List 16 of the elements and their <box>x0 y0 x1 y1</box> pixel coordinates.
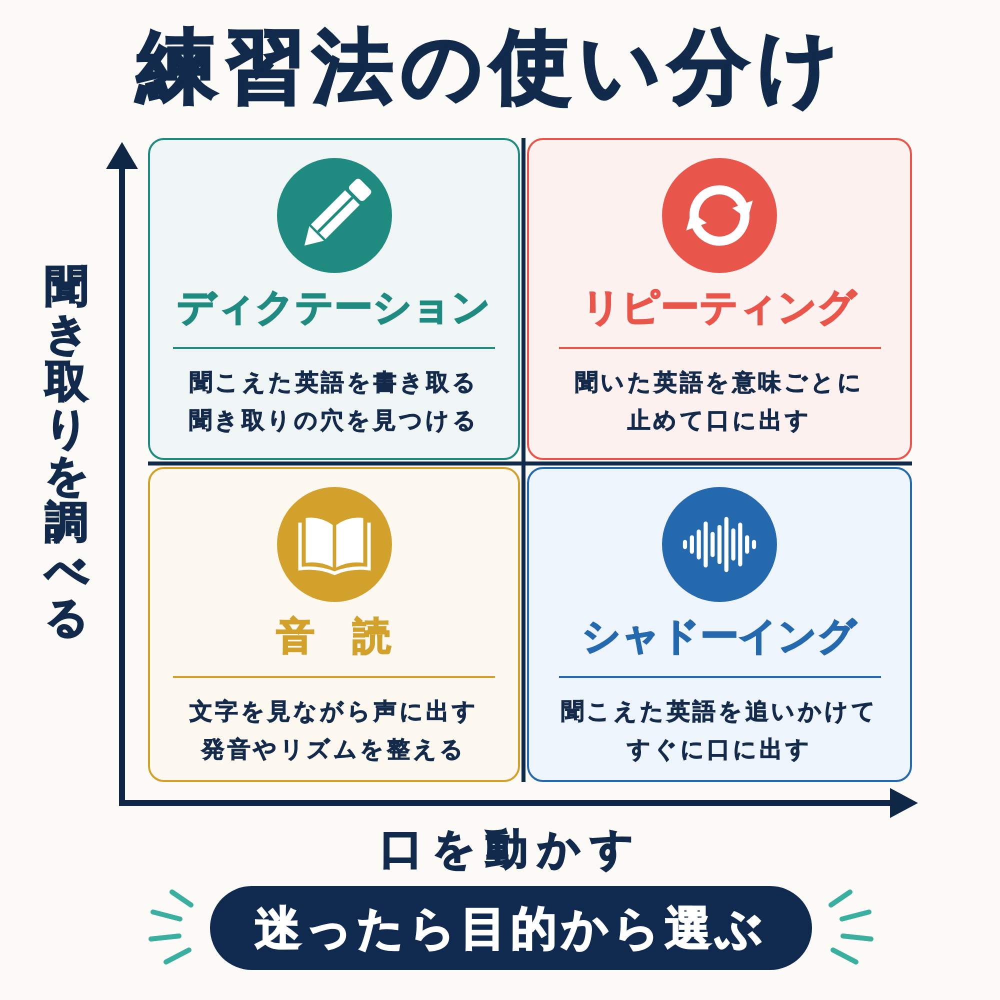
card-description: 聞こえた英語を追いかけてすぐに口に出す <box>560 698 880 765</box>
axis-label: 聞き取りを調べる <box>45 264 88 642</box>
card-heading: ディクテーション <box>176 284 492 330</box>
diagram-title: 練習法の使い分け <box>137 20 847 114</box>
card-description: 聞こえた英語を書き取る聞き取りの穴を見つける <box>188 369 480 436</box>
quadrant-card <box>148 138 520 460</box>
quadrant-card <box>527 467 912 782</box>
card-description: 文字を見ながら声に出す発音やリズムを整える <box>188 698 480 765</box>
card-heading: リピーティング <box>582 284 857 330</box>
card-heading: シャドーイング <box>582 613 857 659</box>
summary-text: 迷ったら目的から選ぶ <box>255 900 767 956</box>
card-heading: 音 読 <box>276 613 392 659</box>
card-description: 聞いた英語を意味ごとに止めて口に出す <box>574 369 866 436</box>
quadrant-card <box>527 138 912 460</box>
axis-label: 口を動かす <box>380 824 644 874</box>
quadrant-card <box>148 467 520 782</box>
